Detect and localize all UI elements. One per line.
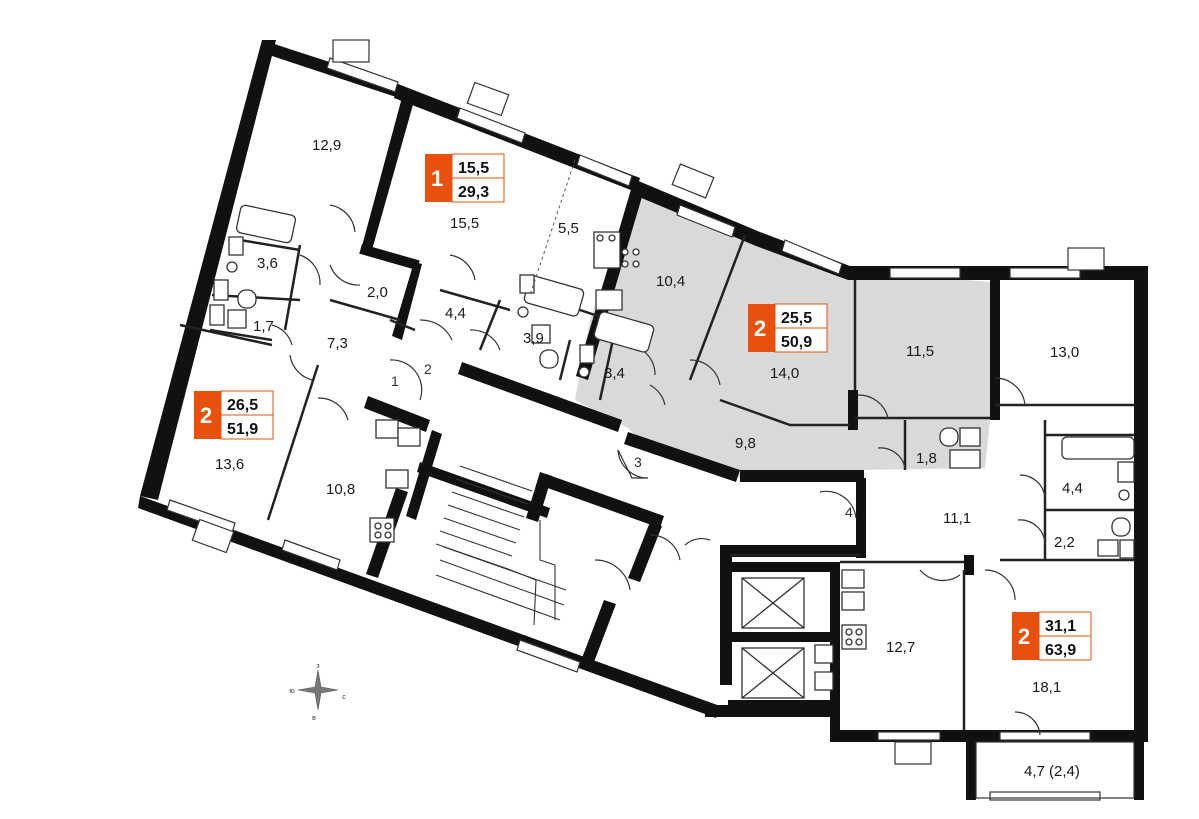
- elevators: [741, 577, 805, 699]
- room-area: 18,1: [1032, 679, 1061, 696]
- balcony: [975, 741, 1135, 799]
- apartment-living-area: 26,5: [227, 397, 258, 414]
- compass-north: з: [316, 663, 319, 670]
- room-area: 3,4: [604, 365, 625, 382]
- entry-numbers: 1 2 3 4: [391, 361, 853, 520]
- apartment-total-area: 51,9: [227, 421, 258, 438]
- door-swings: [271, 204, 1046, 736]
- room-area: 13,6: [215, 456, 244, 473]
- room-area: 1,7: [253, 318, 274, 335]
- entry-number: 2: [424, 361, 432, 377]
- apartment-total-area: 50,9: [781, 334, 812, 351]
- room-area: 14,0: [770, 365, 799, 382]
- apartment-living-area: 15,5: [458, 160, 489, 177]
- compass-east: с: [342, 694, 346, 701]
- room-area: 12,9: [312, 137, 341, 154]
- room-area: 13,0: [1050, 344, 1079, 361]
- compass-south: в: [312, 715, 316, 722]
- room-area: 4,4: [445, 305, 466, 322]
- room-area: 3,6: [257, 255, 278, 272]
- room-area: 2,2: [1054, 534, 1075, 551]
- compass-rose: з в ю с: [289, 663, 346, 722]
- apartment-rooms: 2: [1018, 624, 1030, 649]
- partitions: [179, 234, 1134, 730]
- apartment-total-area: 29,3: [458, 184, 489, 201]
- apartment-rooms: 2: [200, 403, 212, 428]
- apartment-badge[interactable]: 2 31,1 63,9: [1012, 611, 1092, 661]
- room-area: 11,5: [906, 343, 934, 360]
- room-area: 3,9: [523, 330, 544, 347]
- room-area: 1,8: [916, 450, 937, 467]
- room-area: 4,7 (2,4): [1024, 763, 1080, 780]
- room-area: 12,7: [886, 639, 915, 656]
- windows: [166, 39, 1105, 801]
- bathroom-fixtures: [209, 204, 1135, 691]
- room-area: 11,1: [943, 510, 971, 527]
- staircase: [435, 465, 567, 626]
- compass-west: ю: [289, 688, 294, 695]
- apartment-badge[interactable]: 2 25,5 50,9: [748, 303, 828, 353]
- interior-walls: [359, 90, 1000, 710]
- entry-number: 1: [391, 373, 399, 389]
- room-area: 2,0: [367, 284, 388, 301]
- apartment-badge[interactable]: 2 26,5 51,9: [194, 390, 274, 440]
- apartment-rooms: 2: [754, 316, 766, 341]
- apartment-rooms: 1: [431, 166, 443, 191]
- room-area: 9,8: [735, 435, 756, 452]
- room-area: 5,5: [558, 220, 579, 237]
- room-area: 7,3: [327, 335, 348, 352]
- entry-number: 4: [845, 504, 853, 520]
- room-area: 4,4: [1062, 480, 1083, 497]
- room-labels: 12,9 15,5 5,5 3,6 2,0 1,7 7,3 4,4 3,9 10…: [215, 137, 1083, 780]
- room-area: 15,5: [450, 215, 479, 232]
- apartment-total-area: 63,9: [1045, 642, 1076, 659]
- entry-number: 3: [634, 454, 642, 470]
- apartment-badge[interactable]: 1 15,5 29,3: [425, 153, 505, 203]
- apartment-living-area: 31,1: [1045, 618, 1076, 635]
- room-area: 10,4: [656, 273, 685, 290]
- room-area: 10,8: [326, 481, 355, 498]
- apartment-living-area: 25,5: [781, 310, 812, 327]
